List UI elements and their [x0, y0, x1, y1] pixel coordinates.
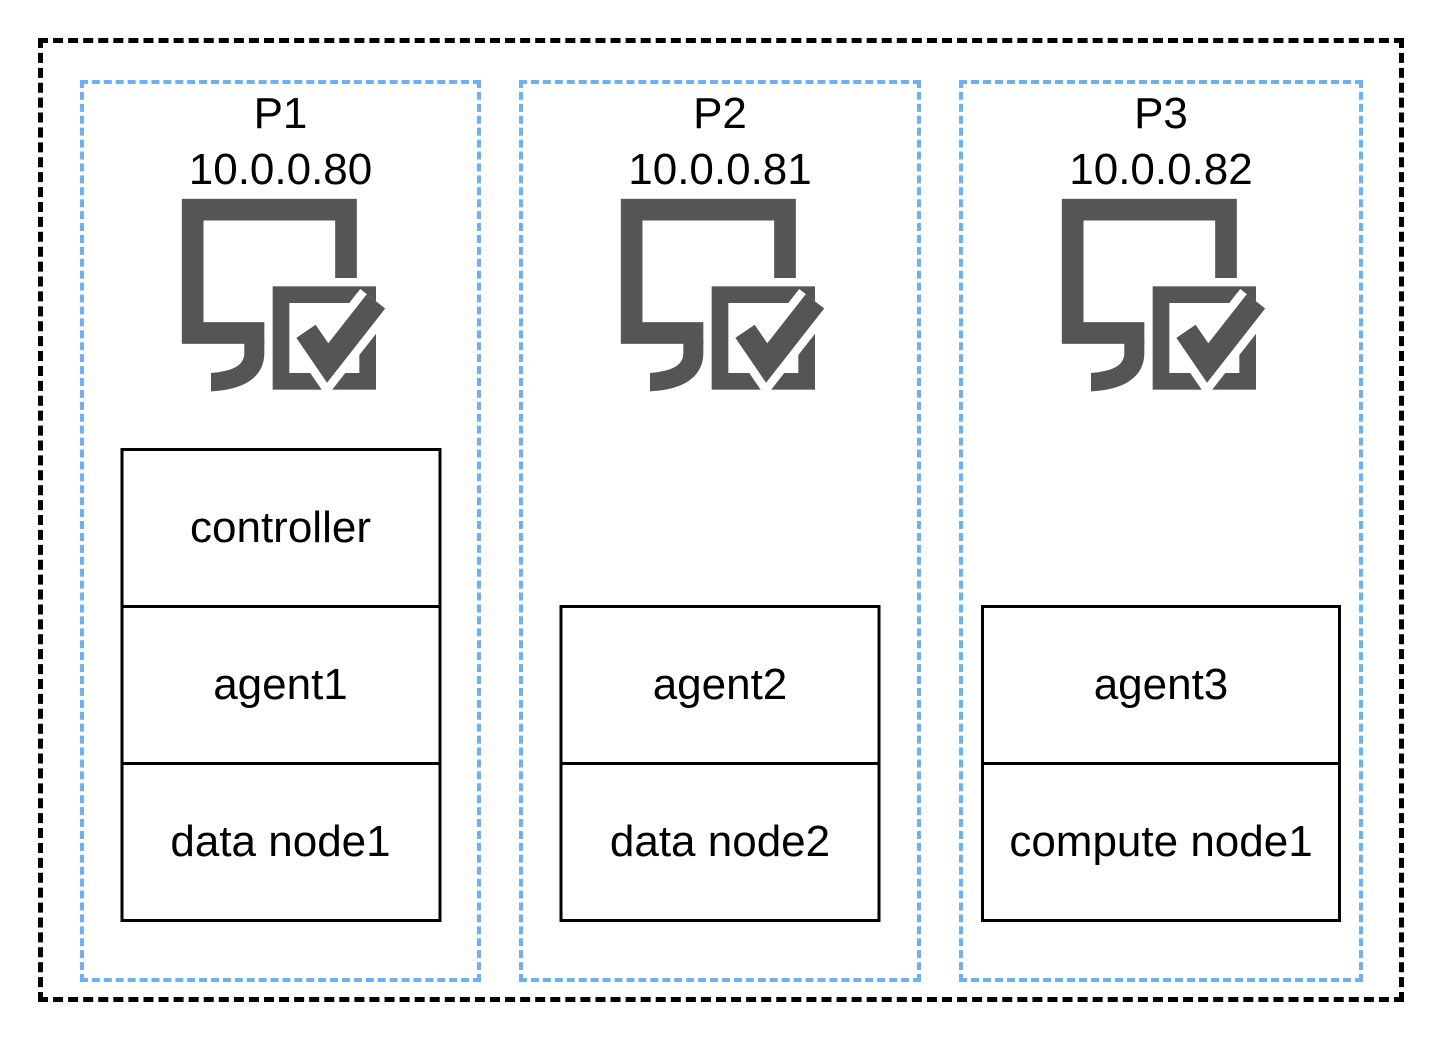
- node-agent3: agent3: [981, 605, 1341, 765]
- host-ip: 10.0.0.81: [628, 145, 812, 194]
- node-controller: controller: [120, 448, 441, 608]
- monitor-check-icon: [615, 198, 831, 398]
- host-name: P1: [253, 89, 308, 138]
- node-agent2: agent2: [559, 605, 881, 765]
- node-data-node1: data node1: [120, 762, 441, 922]
- node-agent1: agent1: [120, 605, 441, 765]
- checkmark-shape: [735, 294, 825, 383]
- node-compute-node1: compute node1: [981, 762, 1341, 922]
- monitor-check-icon: [1056, 198, 1272, 398]
- host-p3: P3 10.0.0.82 agent3 compute node1: [959, 80, 1363, 982]
- node-data-node2: data node2: [559, 762, 881, 922]
- deployment-boundary: [38, 38, 1404, 1002]
- node-stack-p3: agent3 compute node1: [981, 605, 1341, 922]
- monitor-check-icon: [176, 198, 392, 398]
- monitor-stand-shape: [210, 339, 264, 392]
- host-p1: P1 10.0.0.80 controller agent1 data node…: [80, 80, 481, 982]
- host-ip: 10.0.0.82: [1069, 145, 1253, 194]
- host-name: P2: [693, 89, 747, 138]
- checkmark-shape: [295, 294, 385, 383]
- checkmark-shape: [1176, 294, 1266, 383]
- node-stack-p1: controller agent1 data node1: [120, 448, 441, 922]
- host-ip: 10.0.0.80: [188, 145, 373, 194]
- host-p2: P2 10.0.0.81 agent2 data node2: [519, 80, 921, 982]
- monitor-stand-shape: [650, 339, 704, 392]
- monitor-stand-shape: [1091, 339, 1145, 392]
- node-stack-p2: agent2 data node2: [559, 605, 881, 922]
- host-name: P3: [1134, 89, 1188, 138]
